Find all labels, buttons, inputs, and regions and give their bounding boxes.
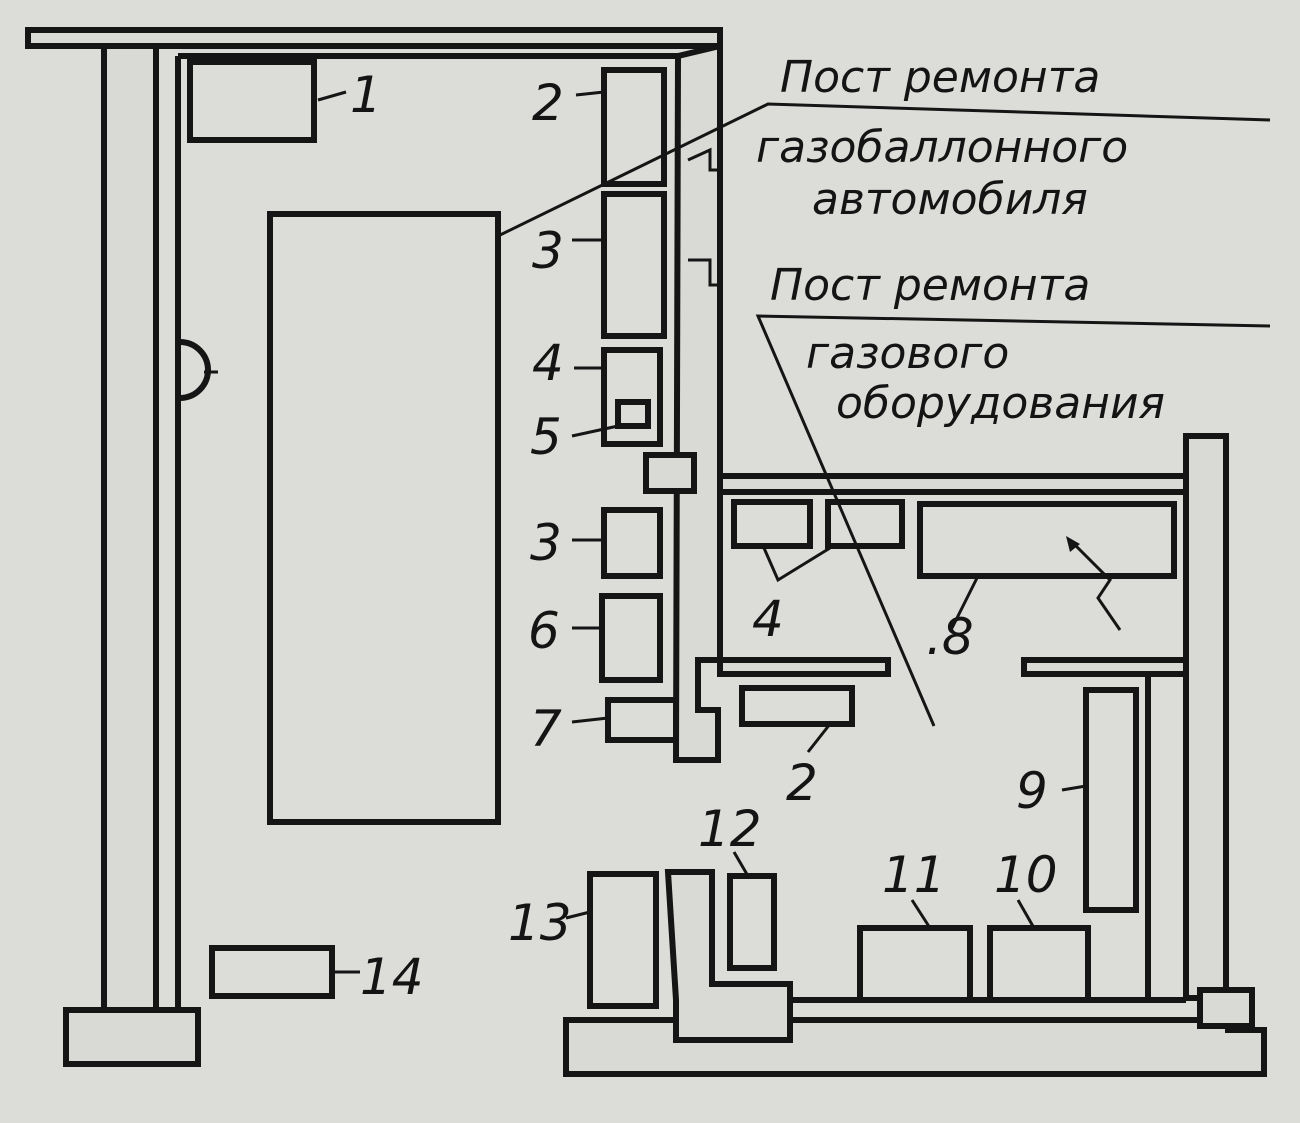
left-column-base xyxy=(63,1007,201,1067)
caption-post-gas-cylinder-line1: Пост ремонта xyxy=(780,52,1100,103)
equipment-13 xyxy=(587,871,659,1009)
caption-post-gas-cylinder: Пост ремонта газобаллонного автомобиля xyxy=(756,52,1128,225)
lightning-arrow xyxy=(1068,538,1122,631)
equipment-12 xyxy=(727,873,777,971)
equipment-6 xyxy=(599,593,663,683)
gas-room-right-wall xyxy=(1183,433,1229,1001)
equipment-9 xyxy=(1083,687,1139,913)
equipment-2-bottom xyxy=(739,685,855,727)
label-13: 13 xyxy=(508,894,572,952)
main-room-equipment xyxy=(187,59,679,999)
right-wall xyxy=(672,42,723,763)
caption-post-gas-equipment: Пост ремонта газового оборудования xyxy=(770,260,1165,429)
leader-12 xyxy=(732,851,750,877)
equipment-2-top xyxy=(601,67,667,187)
label-7: 7 xyxy=(530,700,562,758)
label-8: .8 xyxy=(926,608,974,666)
leader-1 xyxy=(317,90,347,102)
gas-room-top-wall xyxy=(717,473,1189,495)
caption-post-gas-equipment-line3: оборудования xyxy=(836,378,1165,429)
equipment-5 xyxy=(615,399,651,429)
equipment-3-top xyxy=(601,191,667,339)
label-6: 6 xyxy=(528,602,560,660)
label-3-mid: 3 xyxy=(530,514,562,572)
equipment-3-mid xyxy=(601,507,663,579)
equipment-10 xyxy=(987,925,1091,1003)
label-4-room: 4 xyxy=(752,590,784,648)
gas-room-walls xyxy=(563,433,1267,1077)
number-labels: 1 2 3 4 5 3 6 7 4 .8 2 9 12 11 10 13 14 xyxy=(350,66,1058,1006)
equipment-4-room-b xyxy=(825,499,905,549)
equipment-4-room-a xyxy=(731,499,813,549)
label-11: 11 xyxy=(882,846,946,904)
label-2-top: 2 xyxy=(532,74,564,132)
label-2-bottom: 2 xyxy=(786,754,818,812)
vehicle-post-area xyxy=(267,211,501,825)
wall-niche-top xyxy=(687,147,720,172)
partition-left xyxy=(717,657,891,677)
equipment-7 xyxy=(605,697,679,743)
label-9: 9 xyxy=(1016,762,1048,820)
leader-4-room xyxy=(762,546,831,583)
equipment-8 xyxy=(917,501,1177,579)
leader-5 xyxy=(571,424,619,438)
bottom-wall xyxy=(563,1017,1267,1077)
label-1: 1 xyxy=(350,66,382,124)
label-4-left: 4 xyxy=(532,334,564,392)
leader-10 xyxy=(1016,899,1036,929)
door-frame xyxy=(643,452,697,494)
left-wall-outer xyxy=(101,43,159,1013)
door-swing xyxy=(179,339,211,401)
equipment-14 xyxy=(209,945,335,999)
leader-post-gas-equipment xyxy=(755,314,1271,727)
leader-13 xyxy=(565,910,591,920)
lightning-arrowhead xyxy=(1066,536,1080,552)
equipment-1 xyxy=(187,59,317,143)
right-column-base xyxy=(1197,987,1255,1029)
gas-room-equipment xyxy=(587,499,1177,1009)
main-room-walls xyxy=(25,27,723,1067)
leader-7 xyxy=(571,716,609,724)
label-14: 14 xyxy=(360,948,424,1006)
caption-post-gas-equipment-line1: Пост ремонта xyxy=(770,260,1090,311)
label-5: 5 xyxy=(530,408,562,466)
label-12: 12 xyxy=(698,800,762,858)
leader-2-bottom xyxy=(806,723,832,753)
leader-post-gas-cylinder xyxy=(497,102,1271,238)
caption-post-gas-cylinder-line2: газобаллонного xyxy=(756,122,1128,173)
leader-8 xyxy=(950,575,980,629)
leader-2-top xyxy=(575,90,605,97)
equipment-11 xyxy=(857,925,973,1003)
leader-11 xyxy=(910,899,932,929)
wall-niche-mid xyxy=(688,258,720,287)
leader-9 xyxy=(1061,784,1087,792)
leader-lines xyxy=(317,90,1271,974)
corner-wall-block xyxy=(664,869,793,1043)
label-10: 10 xyxy=(994,846,1058,904)
equipment-4-left xyxy=(601,347,663,447)
caption-post-gas-cylinder-line3: автомобиля xyxy=(812,174,1088,225)
label-3-top: 3 xyxy=(532,222,564,280)
caption-post-gas-equipment-line2: газового xyxy=(806,328,1009,379)
partition-right xyxy=(1021,657,1189,677)
